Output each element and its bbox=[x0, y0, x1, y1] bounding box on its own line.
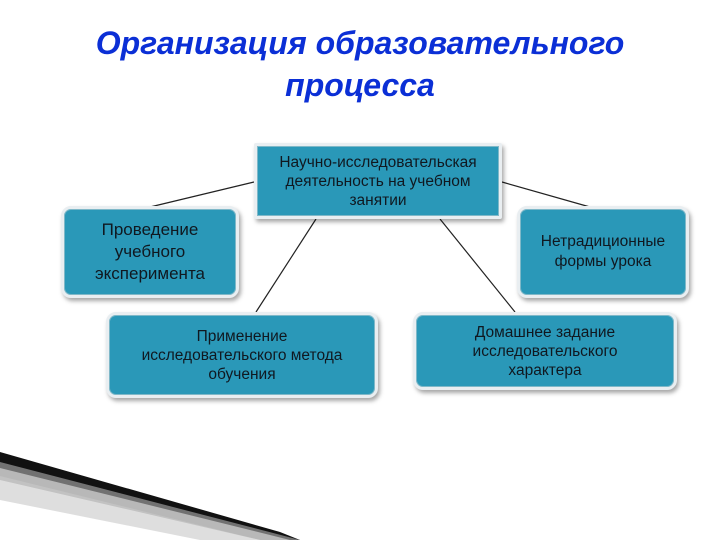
node-center-label: Научно-исследовательская деятельность на… bbox=[279, 153, 477, 209]
decorative-swoosh bbox=[0, 452, 300, 540]
connector-center-bottom-left bbox=[255, 218, 317, 313]
node-bottom-right-label: Домашнее задание исследовательского хара… bbox=[472, 323, 618, 379]
node-right-label: Нетрадиционные формы урока bbox=[540, 233, 666, 270]
connector-center-left bbox=[149, 181, 255, 208]
node-bottom-left: Применение исследовательского метода обу… bbox=[106, 312, 378, 398]
node-left: Проведение учебного эксперимента bbox=[61, 206, 239, 298]
swoosh-gray bbox=[0, 462, 300, 540]
connector-center-bottom-right bbox=[439, 218, 516, 313]
title-line-1: Организация образовательного bbox=[95, 25, 625, 61]
connector-center-right bbox=[501, 181, 591, 208]
node-bottom-right: Домашнее задание исследовательского хара… bbox=[413, 312, 677, 390]
node-left-label: Проведение учебного эксперимента bbox=[95, 220, 205, 283]
title-line-2: процесса bbox=[285, 67, 435, 103]
node-center: Научно-исследовательская деятельность на… bbox=[254, 143, 502, 219]
swoosh-light bbox=[0, 476, 260, 540]
page-title: Организация образовательного процесса bbox=[0, 22, 720, 106]
node-right: Нетрадиционные формы урока bbox=[517, 206, 689, 298]
node-bottom-left-label: Применение исследовательского метода обу… bbox=[141, 327, 343, 383]
swoosh-dark bbox=[0, 452, 300, 540]
